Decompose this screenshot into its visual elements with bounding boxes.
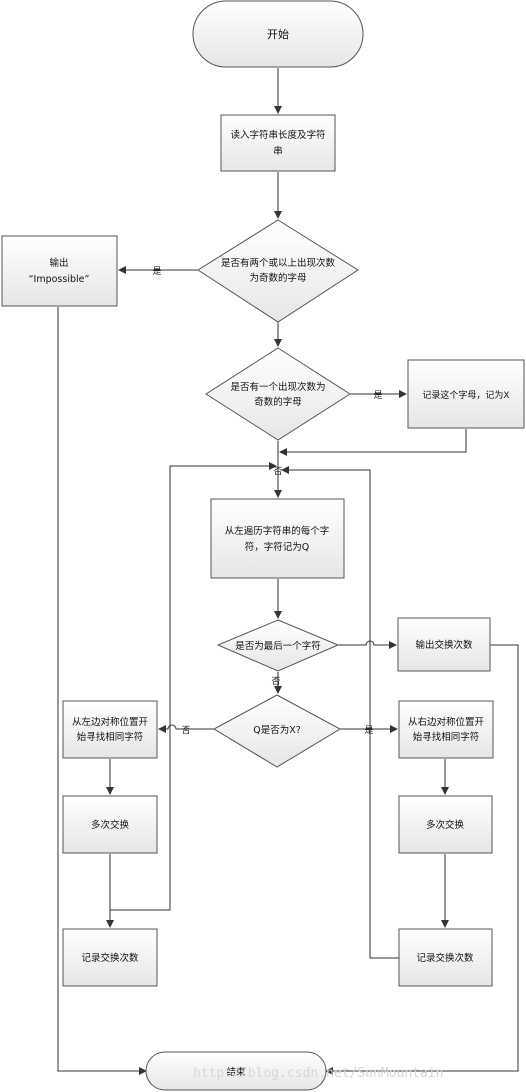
output-impossible-label-line1: 输出 — [49, 257, 68, 269]
connectors — [57, 68, 519, 1075]
edge-impossible-to-end — [57, 307, 147, 1075]
record-right-box — [398, 928, 493, 987]
edge-q-is-x-no-to-search-left — [158, 724, 214, 733]
record-left-label: 记录交换次数 — [81, 952, 139, 964]
check-last-label: 是否为最后一个字符 — [235, 640, 321, 652]
edge-record-x-back — [279, 429, 467, 456]
read-input-label-line2: 串 — [273, 146, 283, 157]
record-right-label: 记录交换次数 — [416, 952, 474, 964]
swap-left-label: 多次交换 — [91, 819, 130, 831]
output-impossible-box — [1, 235, 118, 307]
check-one-odd-diamond — [205, 347, 351, 441]
edge-label-one-odd-yes: 是 — [373, 390, 382, 401]
edge-label-two-odd-yes: 是 — [152, 266, 161, 277]
check-two-odd-diamond — [197, 219, 359, 323]
edge-right-loop-back — [281, 466, 399, 959]
edge-label-q-is-x-no: 否 — [181, 725, 190, 736]
edge-output-swaps-to-end — [325, 644, 519, 1075]
check-two-odd-label-line2: 为奇数的字母 — [249, 272, 306, 284]
search-left-label-line2: 始寻找相同字符 — [77, 731, 144, 743]
traverse-label-line1: 从左遍历字符串的每个字 — [225, 525, 330, 537]
edge-label-one-odd-no: 否 — [273, 466, 282, 477]
edge-label-q-is-x-yes: 是 — [364, 725, 373, 736]
swap-right-label: 多次交换 — [426, 819, 465, 831]
record-x-box — [407, 359, 525, 429]
swap-left-box — [62, 795, 158, 854]
edge-left-loop-back — [110, 462, 277, 911]
edge-label-last-no: 否 — [271, 676, 280, 687]
check-one-odd-label-line1: 是否有一个出现次数为 — [230, 381, 325, 393]
swap-right-box — [398, 795, 493, 854]
read-input-label-line1: 读入字符串长度及字符 — [230, 129, 325, 141]
search-right-box — [398, 700, 494, 759]
search-left-label-line1: 从左边对称位置开 — [72, 716, 149, 728]
traverse-label-line2: 符，字符记为Q — [245, 541, 309, 553]
read-input-box — [220, 114, 336, 172]
start-terminator — [192, 0, 364, 68]
search-right-label-line1: 从右边对称位置开 — [408, 716, 485, 728]
edge-last-yes-to-output-swaps — [338, 640, 397, 649]
record-left-box — [62, 928, 158, 987]
end-terminator — [145, 1051, 327, 1091]
check-q-is-x-diamond — [212, 694, 342, 768]
record-x-label: 记录这个字母，记为X — [422, 389, 509, 401]
search-right-label-line2: 始寻找相同字符 — [413, 731, 480, 743]
search-left-box — [62, 700, 158, 759]
output-impossible-label-line2: “Impossible” — [29, 274, 90, 285]
traverse-box — [210, 498, 345, 579]
check-one-odd-label-line2: 奇数的字母 — [254, 396, 302, 408]
check-q-is-x-label: Q是否为X? — [253, 724, 301, 736]
check-two-odd-label-line1: 是否有两个或以上出现次数 — [221, 257, 336, 269]
output-swaps-label: 输出交换次数 — [415, 639, 473, 651]
end-label: 结束 — [226, 1066, 246, 1078]
check-last-diamond — [216, 619, 340, 672]
start-label: 开始 — [267, 27, 289, 41]
output-swaps-box — [397, 617, 491, 672]
watermark: http://blog.csdn.net/SunMountain — [193, 1066, 443, 1081]
